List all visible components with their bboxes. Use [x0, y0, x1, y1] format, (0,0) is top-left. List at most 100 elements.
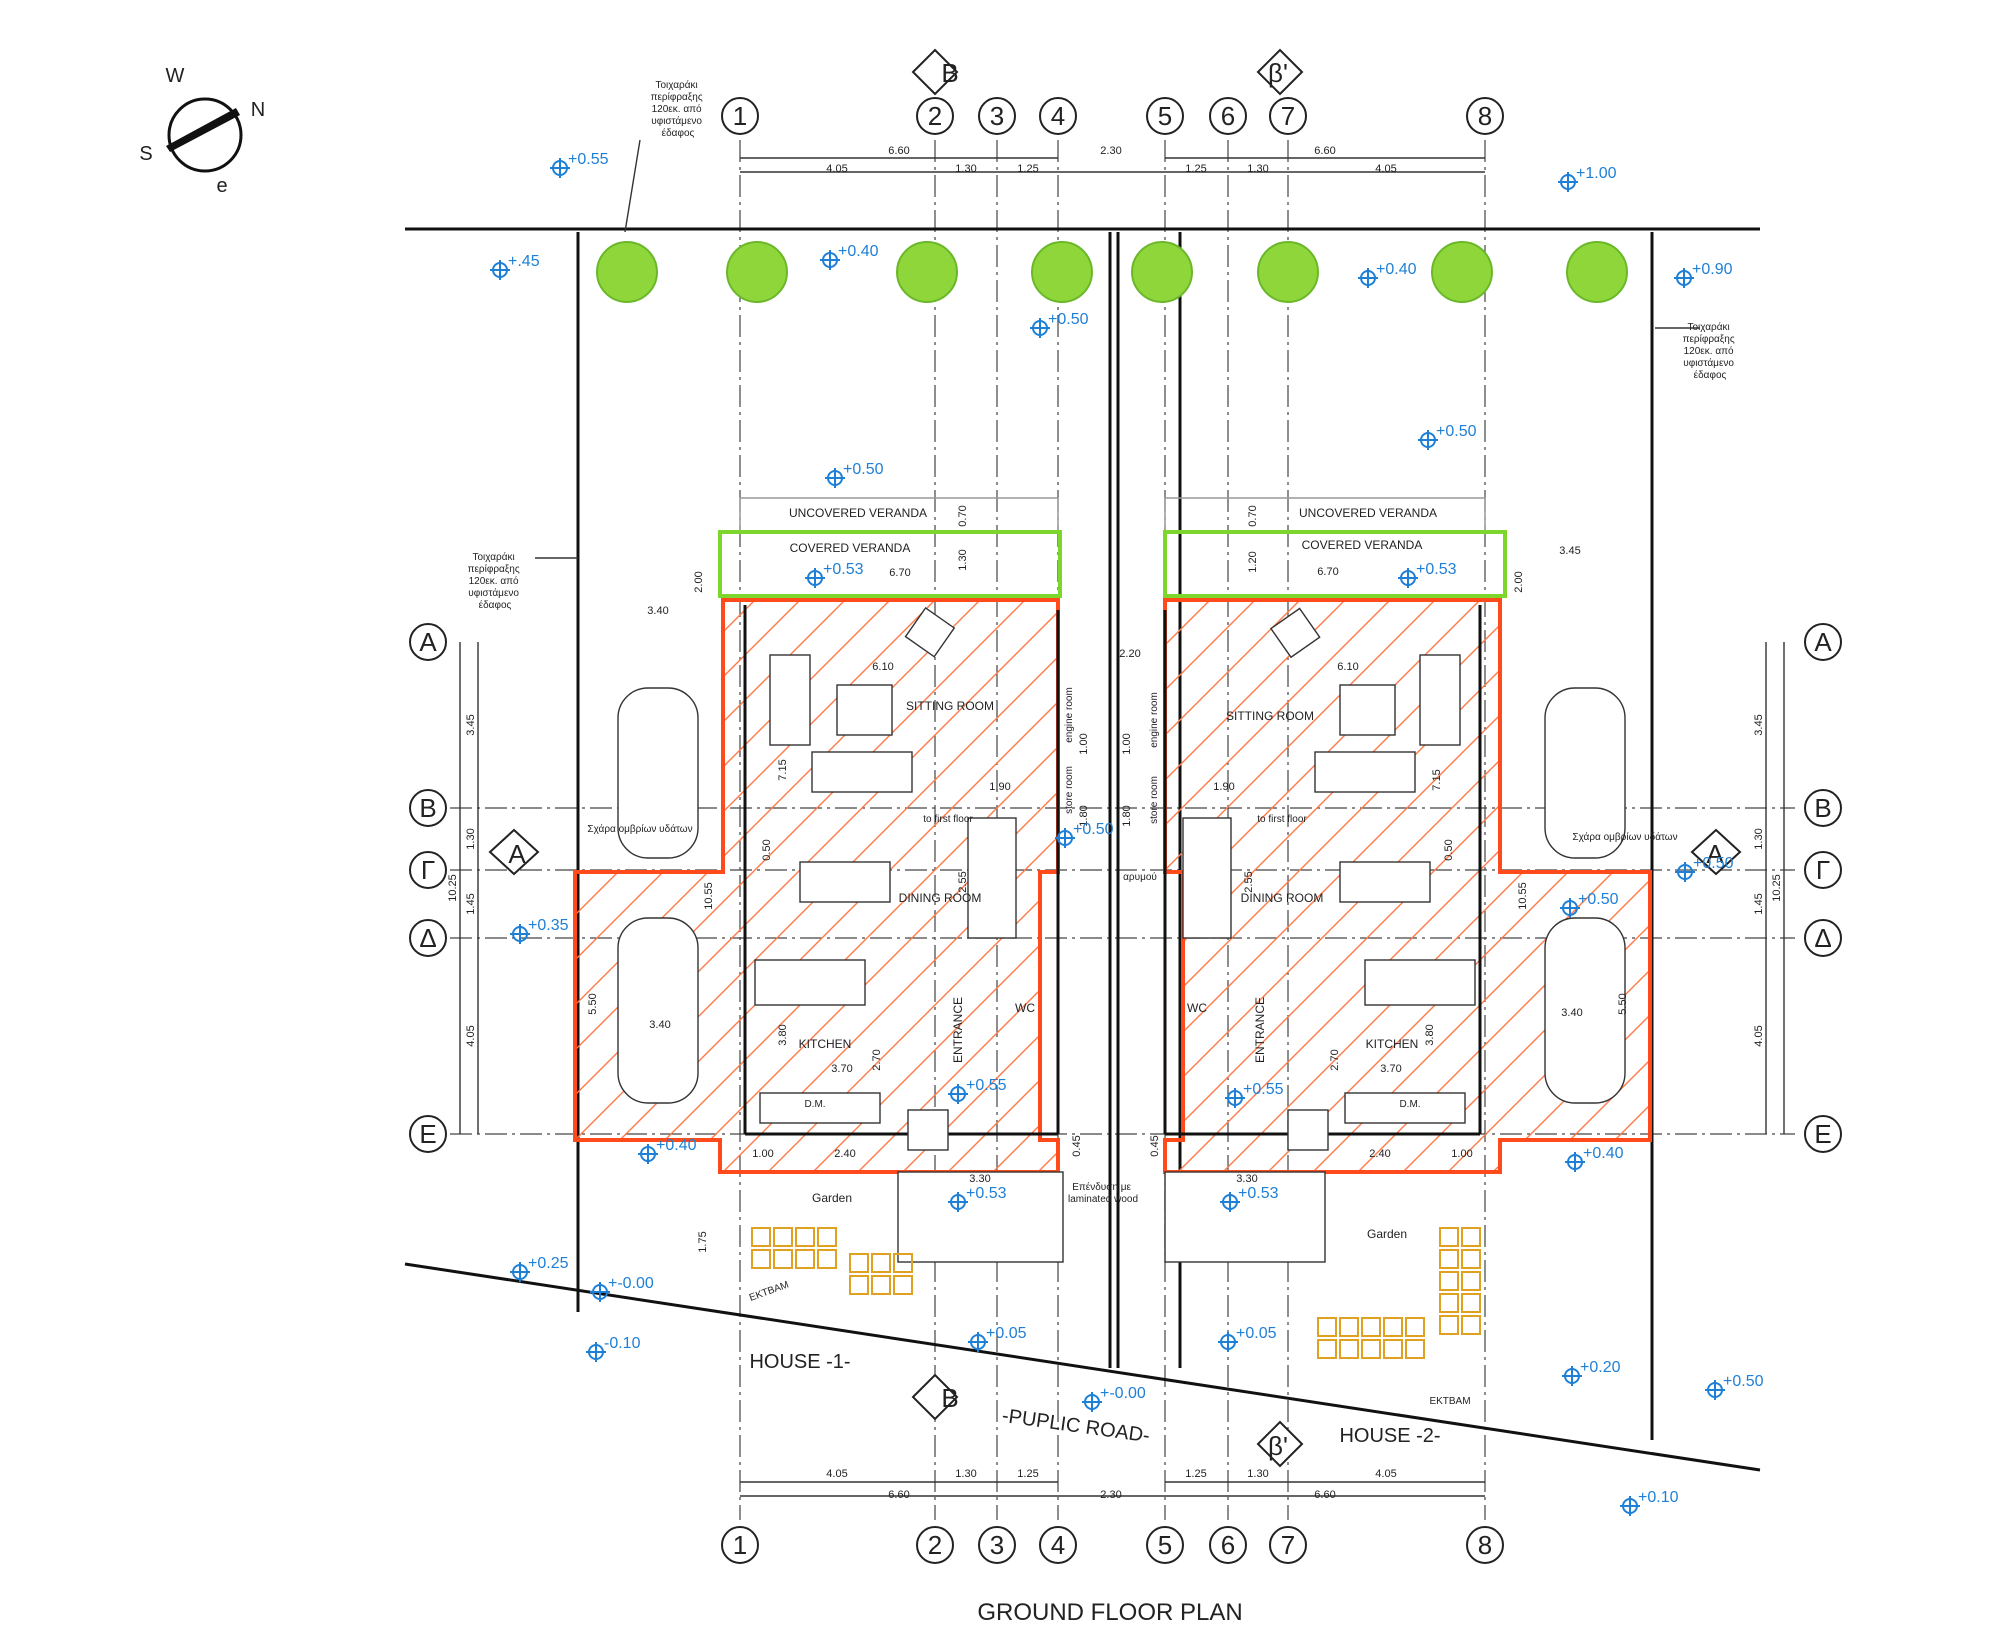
paver-tile — [795, 1249, 815, 1269]
hatch-line — [575, 600, 1058, 1172]
dining-table-icon — [799, 861, 891, 903]
dim-top-r0: 1.25 — [1185, 163, 1206, 175]
paver-tile — [893, 1253, 913, 1273]
section-b-top: B — [941, 58, 958, 88]
car-icon — [617, 917, 699, 1104]
fence-note-line: 120εκ. από — [652, 103, 702, 115]
tree-icon — [1566, 241, 1628, 303]
house2-label: HOUSE -2- — [1339, 1425, 1440, 1447]
section-a-right: A — [1706, 839, 1724, 869]
hatch-line — [1988, 600, 2000, 1172]
paver-tile — [1461, 1271, 1481, 1291]
dim-bot-l1: 1.30 — [955, 1468, 976, 1480]
garden-pavers — [751, 1227, 1481, 1359]
fence-note-line: Τοιχαράκι — [655, 79, 697, 91]
dim-m11: 6.10 — [1337, 661, 1358, 673]
level-marker: +0.25 — [510, 1255, 569, 1282]
level-marker: +0.55 — [550, 151, 609, 178]
level-value: +1.00 — [1576, 165, 1617, 182]
bottom-axis-markers: 1 2 3 4 5 6 7 8 — [721, 1526, 1504, 1564]
level-value: +0.10 — [1638, 1489, 1679, 1506]
hatch-line — [1222, 600, 1650, 1172]
dim-bot-l0: 4.05 — [826, 1468, 847, 1480]
dim-left-1: 1.30 — [465, 828, 477, 849]
paver-tile — [1439, 1293, 1459, 1313]
dim-left-3: 4.05 — [465, 1025, 477, 1046]
paver-tile — [751, 1249, 771, 1269]
misc-dimensions: 0.70 1.30 0.70 1.20 2.00 2.00 3.45 3.40 … — [587, 505, 1629, 1252]
compass-n: N — [251, 99, 265, 121]
level-value: +0.40 — [838, 243, 879, 260]
dining-table-icon — [1339, 861, 1431, 903]
section-bprime-bottom: β' — [1268, 1431, 1288, 1461]
paver-tile — [1361, 1317, 1381, 1337]
grid-lines — [450, 140, 1795, 1520]
dim-m21: 2.55 — [957, 871, 969, 892]
house1-label: HOUSE -1- — [749, 1351, 850, 1373]
right-axis-markers: A B Γ Δ E — [1804, 623, 1842, 1153]
level-marker: +0.50 — [1418, 423, 1477, 450]
fence-note-line: υφιστάμενο — [651, 115, 702, 127]
dim-m26: 10.55 — [1517, 882, 1529, 910]
tree-icon — [1031, 241, 1093, 303]
paver-tile — [849, 1253, 869, 1273]
dim-m38: 2.40 — [834, 1148, 855, 1160]
kitchen-counter-icon — [754, 959, 866, 1006]
dim-bot-total-right: 6.60 — [1314, 1489, 1335, 1501]
level-value: +0.55 — [966, 1077, 1007, 1094]
cars — [617, 687, 1626, 1104]
tree-icon — [1257, 241, 1319, 303]
hatch-line — [1402, 600, 1650, 1172]
fence-note-line: Τοιχαράκι — [1687, 321, 1729, 333]
armchair-icon — [1269, 607, 1321, 659]
axis-6-top: 6 — [1221, 101, 1235, 131]
dim-m3: 1.20 — [1247, 551, 1259, 572]
section-bprime-top: β' — [1268, 58, 1288, 88]
dm-label-1: D.M. — [804, 1099, 825, 1110]
entrance-step-icon — [1287, 1109, 1329, 1151]
dim-bot-gap: 2.30 — [1100, 1489, 1121, 1501]
level-value: +0.50 — [1578, 891, 1619, 908]
furniture — [754, 606, 1476, 1263]
hatch-line — [1357, 600, 1650, 1172]
paver-tile — [1461, 1293, 1481, 1313]
hatch-line — [575, 600, 576, 1172]
ektbam-label-1: EKTBAM — [748, 1279, 790, 1303]
hatch-line — [1312, 600, 1650, 1172]
paver-tile — [1405, 1339, 1425, 1359]
sofa-icon — [1314, 751, 1416, 793]
dim-top-l2: 1.25 — [1017, 163, 1038, 175]
hatch-line — [1537, 600, 1650, 1172]
level-marker: +0.50 — [1675, 855, 1734, 882]
site-labels: HOUSE -1- HOUSE -2- -PUPLIC ROAD- GROUND… — [749, 1351, 1440, 1626]
level-value: +0.35 — [528, 917, 569, 934]
dim-m30: 3.40 — [1561, 1007, 1582, 1019]
car-icon — [1544, 917, 1626, 1104]
dim-m40: 1.00 — [1451, 1148, 1472, 1160]
dim-m23: 0.50 — [761, 839, 773, 860]
axis-8-top: 8 — [1478, 101, 1492, 131]
axis-e-right: E — [1814, 1119, 1831, 1149]
axis-8-bottom: 8 — [1478, 1530, 1492, 1560]
hatch-line — [575, 600, 846, 1172]
level-value: +0.53 — [1238, 1185, 1279, 1202]
hatch-line — [1898, 600, 2000, 1172]
axis-3-bottom: 3 — [990, 1530, 1004, 1560]
dim-m0: 0.70 — [957, 505, 969, 526]
coffee-table-icon — [836, 684, 893, 736]
kitchen-label-2: KITCHEN — [1366, 1037, 1419, 1051]
paver-tile — [1405, 1317, 1425, 1337]
top-dimensions: 6.60 6.60 2.30 4.05 1.30 1.25 1.25 1.30 … — [740, 145, 1485, 175]
level-marker: +0.53 — [1220, 1185, 1279, 1212]
axis-1-bottom: 1 — [733, 1530, 747, 1560]
fence-note-top-left: Τοιχαράκι περίφραξης 120εκ. από υφιστάμε… — [651, 79, 706, 139]
uncovered-veranda-label-2: UNCOVERED VERANDA — [1299, 506, 1437, 520]
dim-top-l0: 4.05 — [826, 163, 847, 175]
dim-m33: 2.70 — [871, 1049, 883, 1070]
fence-note-line: περίφραξης — [651, 91, 703, 103]
level-value: +0.50 — [1436, 423, 1477, 440]
dim-m10: 6.10 — [872, 661, 893, 673]
dim-m19: 7.15 — [777, 759, 789, 780]
dm-label-2: D.M. — [1399, 1099, 1420, 1110]
level-value: +0.90 — [1692, 261, 1733, 278]
